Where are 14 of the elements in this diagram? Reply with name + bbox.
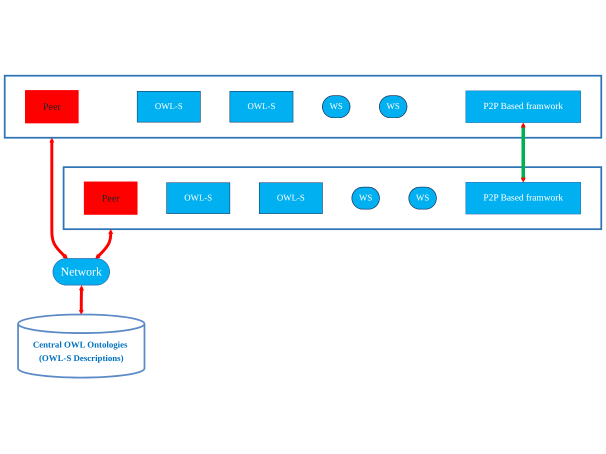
arrow [95,230,114,260]
arrow [49,138,68,260]
node-box: Peer [25,90,79,124]
cluster [62,166,602,230]
node-box: Peer [84,182,138,216]
cluster [4,75,602,139]
node-box: OWL-S [136,91,201,123]
node-box: OWL-S [166,182,230,214]
node-box: P2P Based framwork [466,90,581,124]
node-box: OWL-S [230,91,294,123]
arrow [520,122,526,183]
node-box: P2P Based framwork [466,182,581,215]
node-box: OWL-S [258,182,323,214]
arrow [78,286,84,316]
